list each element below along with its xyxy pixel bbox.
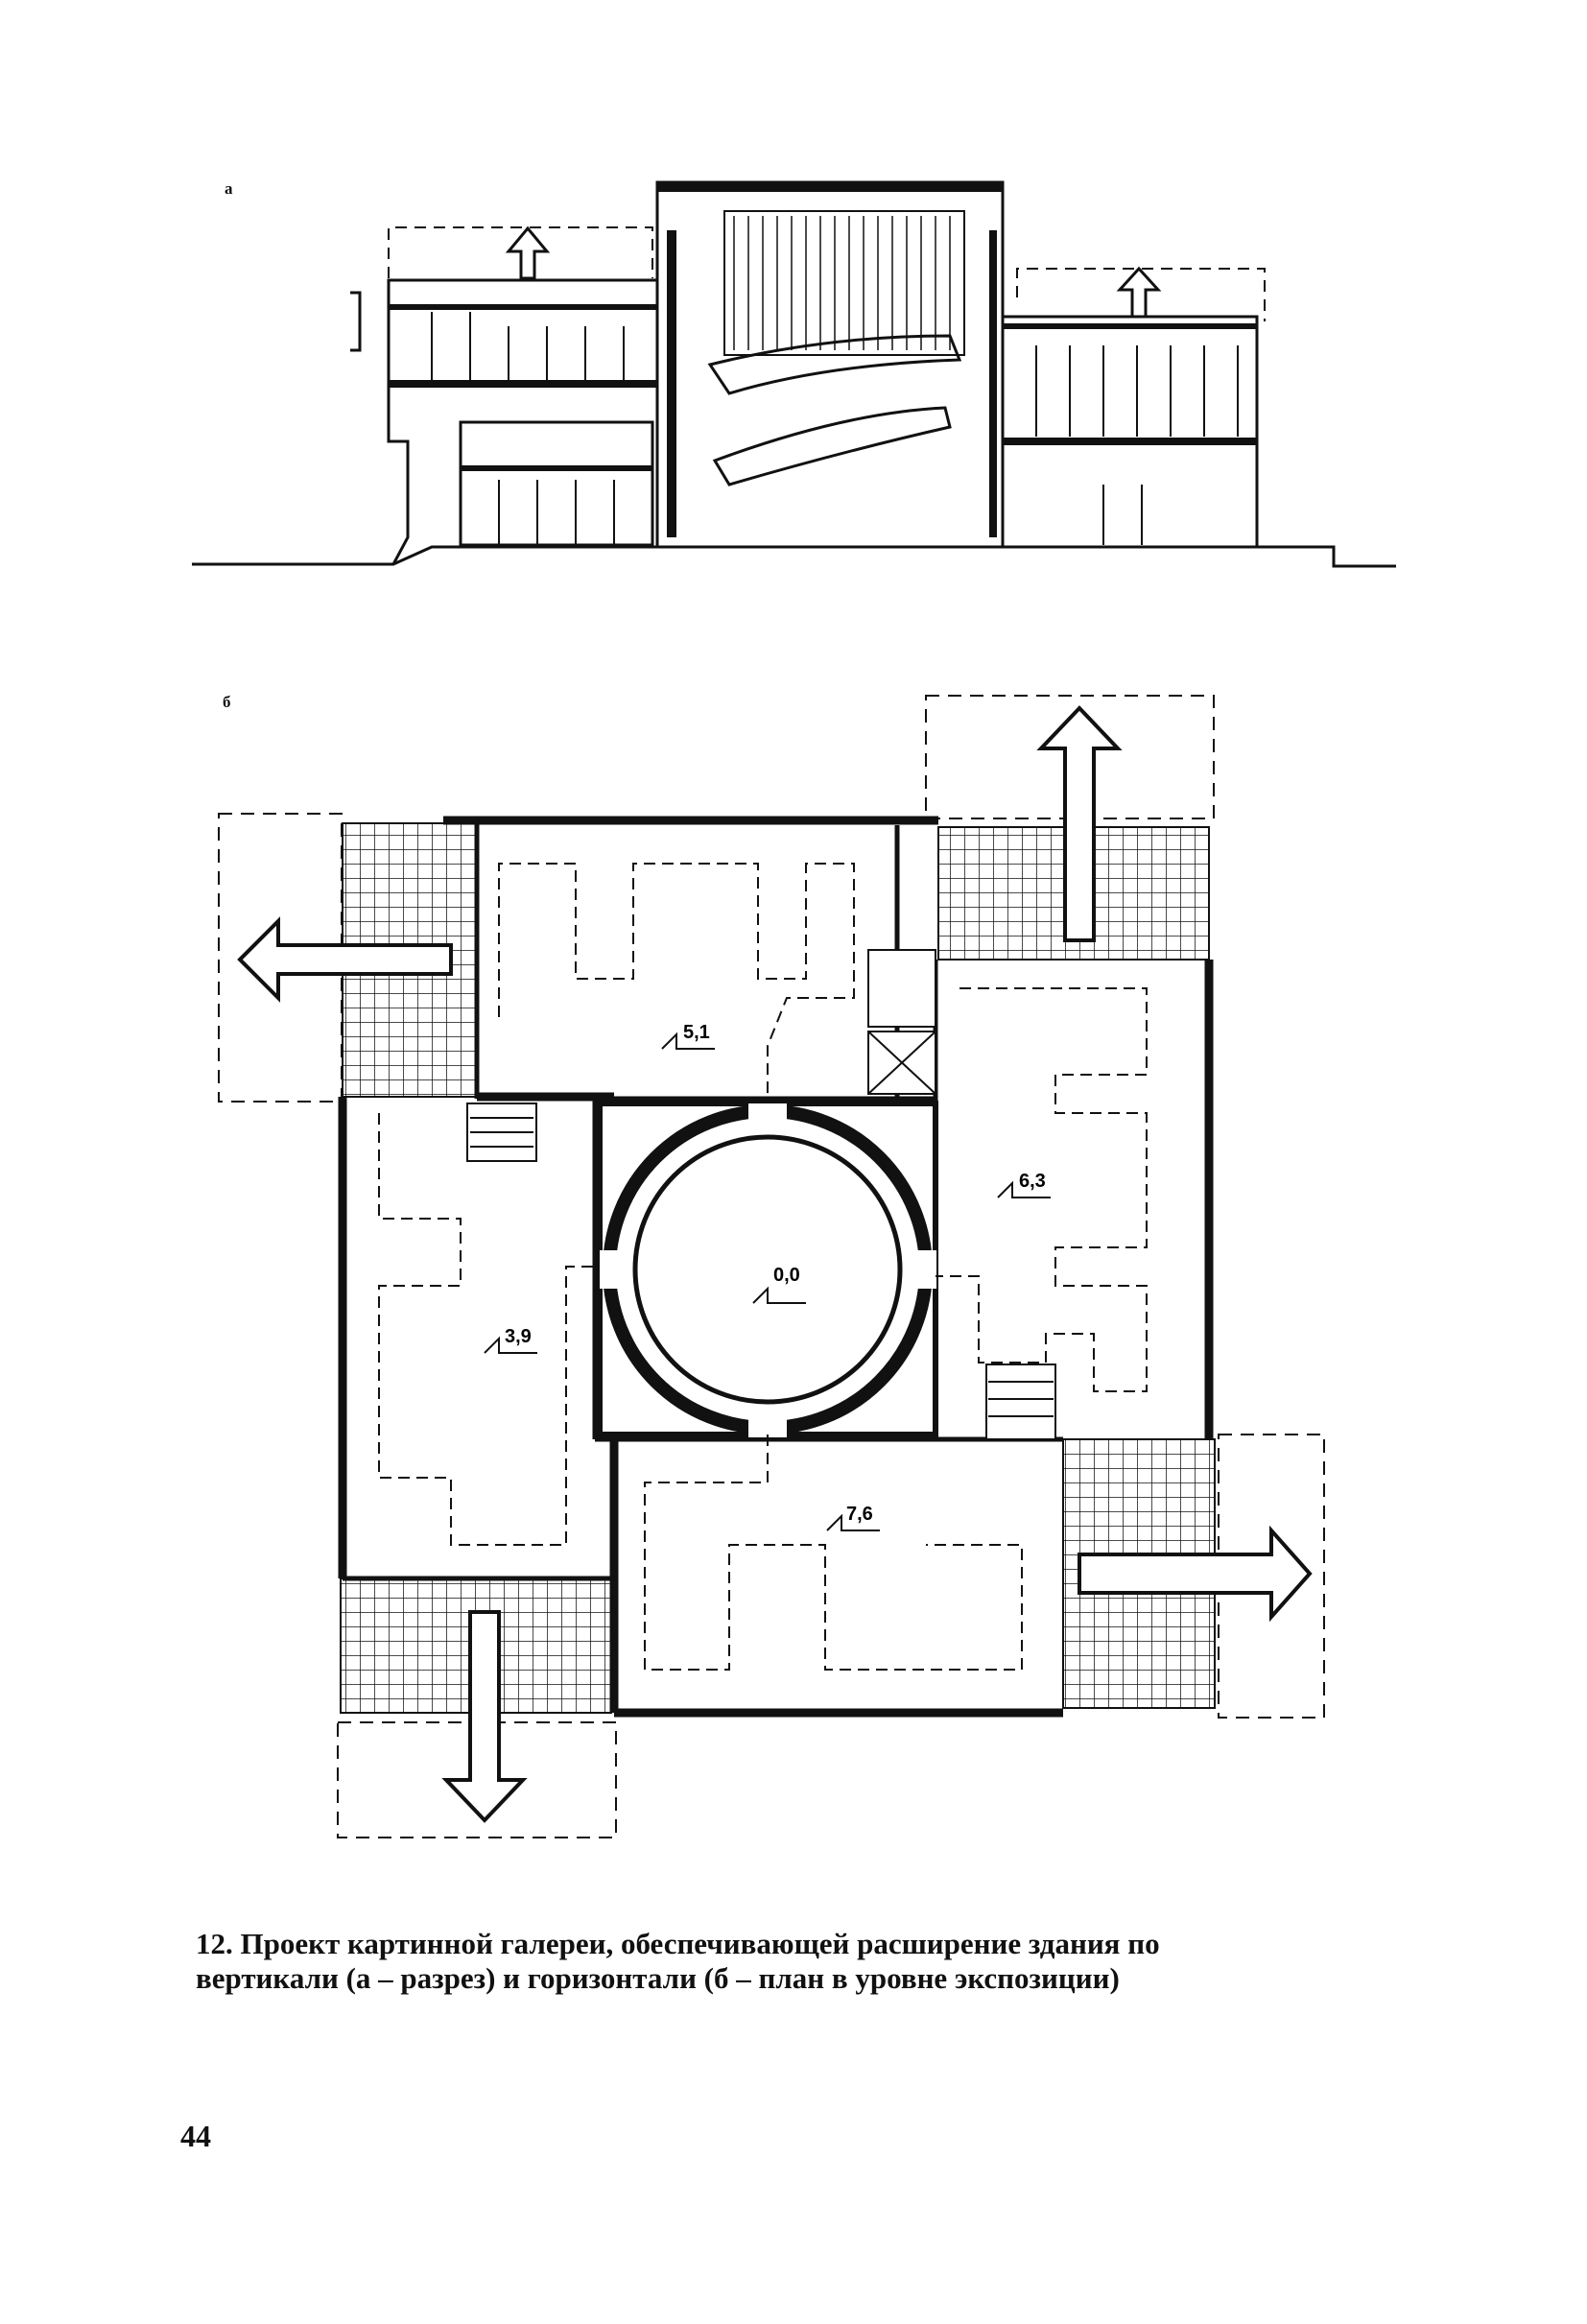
page-number: 44 xyxy=(180,2119,211,2153)
level-south: 7,6 xyxy=(846,1504,873,1525)
level-center: 0,0 xyxy=(773,1265,800,1286)
level-west: 3,9 xyxy=(505,1326,532,1347)
section-label: а xyxy=(225,179,233,198)
plan-label: б xyxy=(223,693,231,711)
level-north: 5,1 xyxy=(683,1022,710,1043)
level-east: 6,3 xyxy=(1019,1171,1046,1192)
caption-line-2: вертикали (а – разрез) и горизонтали (б … xyxy=(196,1961,1120,1995)
section-drawing xyxy=(192,180,1396,568)
plan-drawing: 5,1 6,3 0,0 3,9 7,6 xyxy=(218,695,1325,1838)
caption-line-1: 12. Проект картинной галереи, обеспечива… xyxy=(196,1927,1160,1960)
figure-caption: 12. Проект картинной галереи, обеспечива… xyxy=(196,1927,1318,1996)
